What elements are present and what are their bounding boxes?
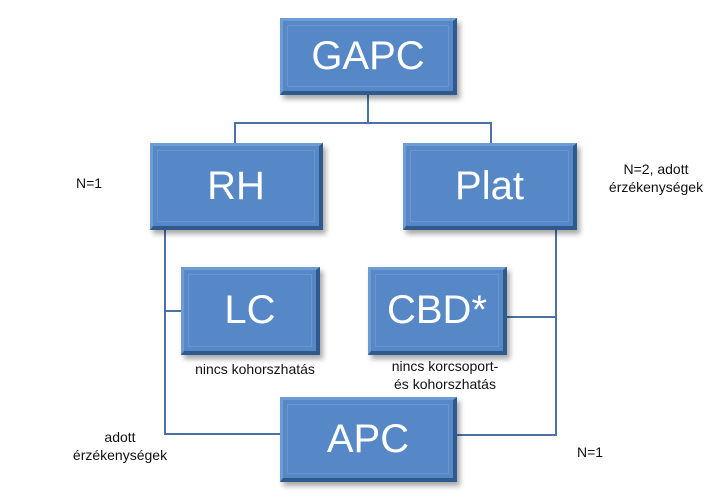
apc-left-note: adott érzékenységek bbox=[60, 428, 180, 464]
connector-left-to-apc bbox=[164, 433, 281, 435]
rh-n-label: N=1 bbox=[76, 174, 116, 192]
node-lc: LC bbox=[181, 267, 320, 355]
node-rh: RH bbox=[150, 143, 323, 230]
node-plat: Plat bbox=[403, 143, 577, 230]
connector-right-to-apc bbox=[456, 434, 556, 436]
plat-n-line2: érzékenységek bbox=[608, 179, 704, 195]
connector-plat-down bbox=[555, 230, 557, 436]
plat-n-line1: N=2, adott bbox=[623, 161, 689, 177]
connector-rh-down bbox=[164, 230, 166, 435]
apc-left-line1: adott bbox=[104, 429, 136, 445]
apc-right-n-text: N=1 bbox=[577, 444, 604, 460]
node-cbd: CBD* bbox=[368, 267, 507, 355]
connector-gapc-down bbox=[367, 95, 369, 124]
connector-left-to-lc bbox=[164, 310, 182, 312]
node-apc: APC bbox=[280, 397, 457, 482]
node-plat-label: Plat bbox=[455, 163, 524, 208]
lc-note-text: nincs kohorszhatás bbox=[195, 361, 315, 377]
node-cbd-label: CBD* bbox=[386, 288, 488, 332]
node-apc-label: APC bbox=[326, 416, 410, 461]
node-rh-label: RH bbox=[207, 163, 265, 208]
node-gapc-label: GAPC bbox=[311, 33, 425, 78]
plat-n-label: N=2, adott érzékenységek bbox=[596, 160, 716, 196]
apc-left-line2: érzékenységek bbox=[72, 447, 168, 463]
cbd-note-line1: nincs korcsoport- bbox=[391, 358, 499, 374]
connector-to-rh bbox=[234, 122, 236, 144]
cbd-note-line2: és kohorszhatás bbox=[394, 376, 496, 392]
rh-n-text: N=1 bbox=[76, 175, 103, 191]
connector-right-to-cbd bbox=[506, 316, 556, 318]
lc-note: nincs kohorszhatás bbox=[180, 360, 330, 378]
connector-to-plat bbox=[490, 122, 492, 144]
node-gapc: GAPC bbox=[280, 18, 457, 95]
connector-top-horizontal bbox=[234, 122, 492, 124]
apc-right-n-label: N=1 bbox=[577, 443, 617, 461]
cbd-note: nincs korcsoport- és kohorszhatás bbox=[370, 357, 520, 393]
node-lc-label: LC bbox=[224, 288, 276, 332]
